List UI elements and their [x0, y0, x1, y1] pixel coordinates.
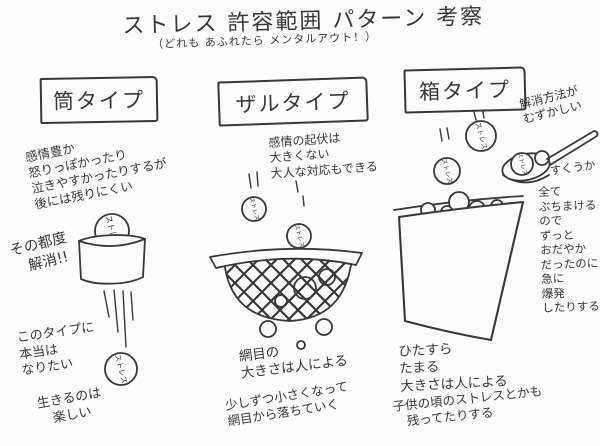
tube-type-header-label: 筒タイプ	[52, 88, 146, 114]
stored-ball	[534, 150, 550, 166]
leaked-ball	[296, 340, 306, 350]
box-front-face	[397, 200, 525, 342]
leaked-ball	[315, 318, 333, 336]
stress-ball	[104, 352, 138, 386]
spoon-drawing: ストレス	[501, 130, 599, 184]
leaked-ball	[259, 320, 277, 338]
box-type-header: 箱タイプ	[403, 66, 527, 114]
colander-type-header-label: ザルタイプ	[235, 88, 351, 117]
colander-drawing: ストレス ストレス	[209, 171, 363, 350]
fall-motion-lines	[439, 105, 485, 142]
box-side-note: 全て ぶちまける ので ずっと おだやか だったのに 急に 爆発 したりする	[538, 184, 600, 315]
colander-bowl-outline	[223, 257, 353, 322]
stress-ball	[510, 152, 534, 176]
tube-cylinder	[78, 234, 146, 285]
tube-drawing: ストレス ストレス	[78, 213, 146, 386]
box-type-header-label: 箱タイプ	[418, 77, 512, 105]
spoon-handle	[546, 130, 599, 166]
stress-ball	[241, 196, 267, 222]
stress-ball	[465, 120, 497, 152]
colander-type-header: ザルタイプ	[217, 76, 369, 127]
colander-rim	[209, 247, 363, 269]
colander-description: 感情の起伏は 大きくない 大人な対応もできる	[268, 130, 379, 181]
tube-type-header: 筒タイプ	[39, 75, 159, 125]
tube-rim	[78, 238, 146, 247]
box-accumulate-note: ひたすら たまる 大きさは人による	[398, 341, 509, 395]
flow-lines	[103, 289, 134, 348]
caught-ball	[274, 294, 288, 308]
box-drawing: ストレス ストレス	[393, 105, 525, 342]
fall-motion-lines	[248, 171, 305, 207]
stress-ball	[433, 157, 461, 185]
